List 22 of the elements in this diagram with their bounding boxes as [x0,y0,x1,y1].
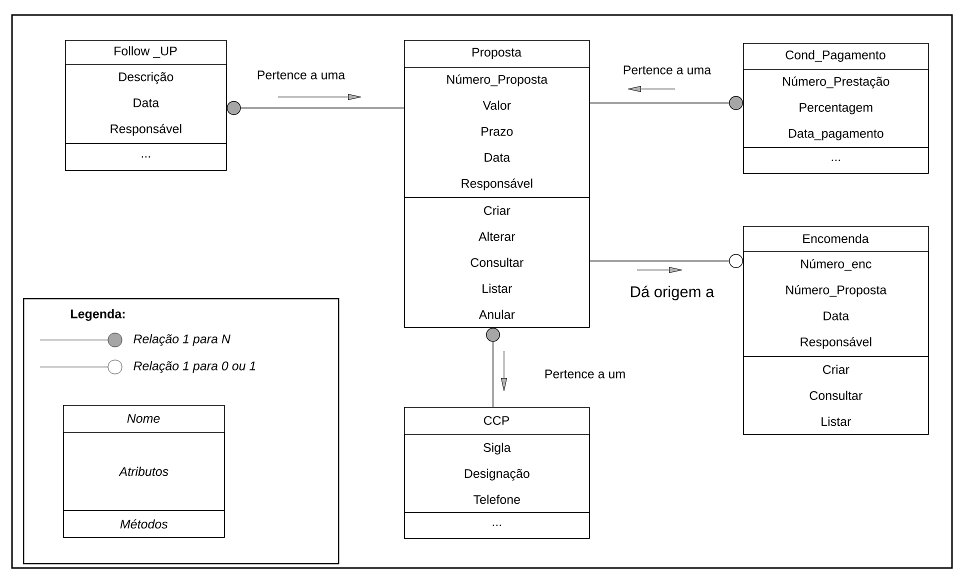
legend-label: Relação 1 para 0 ou 1 [134,361,256,373]
edge-label: Pertence a uma [258,70,346,80]
method-compartment: Criar Consultar Listar [743,356,929,435]
edge-label: Pertence a uma [624,66,712,74]
attribute-compartment: Atributos [63,432,225,511]
method-compartment: ... [743,147,929,174]
connector [589,254,743,268]
method-compartment: ... [65,143,227,171]
connector [226,101,404,115]
method-compartment: Criar Alterar Consultar Listar Anular [404,197,590,328]
attribute-compartment: Descrição Data Responsável [65,64,227,144]
method-compartment: ... [404,512,590,539]
legend-label: Relação 1 para N [134,334,230,346]
attribute-compartment: Número_enc Número_Proposta Data Responsável [743,251,929,357]
method-compartment: Métodos [63,510,225,538]
attribute-compartment: Número_Proposta Valor Prazo Data Responsável [404,67,590,198]
edge-label: Pertence a um [545,370,625,378]
attribute-compartment: Sigla Designação Telefone [404,434,590,513]
connector [486,328,500,408]
connector [589,96,743,110]
edge-label: Dá origem a [631,286,714,300]
attribute-compartment: Número_Prestação Percentagem Data_pagamento [743,69,929,148]
